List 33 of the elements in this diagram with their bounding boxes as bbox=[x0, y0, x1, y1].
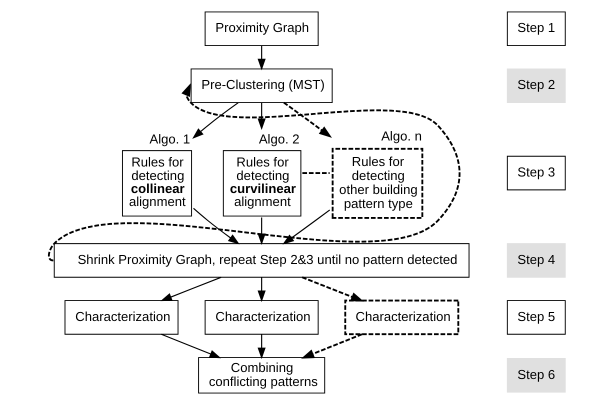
connector bbox=[302, 172, 330, 174]
label: Step 5 bbox=[517, 308, 556, 324]
node-box: Rules for detecting other building pattern type bbox=[332, 148, 424, 219]
node-label: Algo. 2 bbox=[258, 131, 300, 146]
arrow bbox=[192, 102, 239, 139]
node-label: Algo. 1 bbox=[150, 131, 190, 146]
node-box: Combining conflicting patterns bbox=[198, 357, 326, 394]
node-box: Rules for detecting curvilinear alignment bbox=[222, 150, 302, 217]
node-box: Pre-Clustering (MST) bbox=[190, 68, 333, 103]
label: Step 2 bbox=[517, 77, 556, 92]
arrow bbox=[258, 102, 266, 130]
node-box: Characterization bbox=[344, 300, 460, 336]
label: Step 4 bbox=[517, 252, 556, 267]
arrow bbox=[193, 208, 240, 244]
arrow bbox=[258, 46, 266, 70]
arrow bbox=[302, 276, 364, 302]
label: Step 1 bbox=[517, 20, 556, 36]
node-box: Proximity Graph bbox=[204, 11, 319, 46]
node-label: Algo. n bbox=[381, 128, 422, 144]
label: Step 3 bbox=[517, 164, 556, 180]
label: Step 6 bbox=[517, 366, 556, 382]
arrow bbox=[282, 209, 330, 245]
arrow bbox=[161, 334, 222, 358]
arrow bbox=[258, 334, 266, 360]
arrow bbox=[48, 83, 460, 261]
arrow bbox=[301, 333, 362, 359]
arrow bbox=[258, 277, 266, 302]
arrow bbox=[283, 102, 332, 138]
arrow bbox=[160, 276, 222, 302]
node-box: Shrink Proximity Graph, repeat Step 2&3 until no pattern detected bbox=[54, 243, 470, 278]
node-box: Characterization bbox=[204, 300, 319, 335]
node-box: Rules for detecting collinear alignment bbox=[122, 150, 192, 217]
node-box: Characterization bbox=[64, 300, 178, 335]
